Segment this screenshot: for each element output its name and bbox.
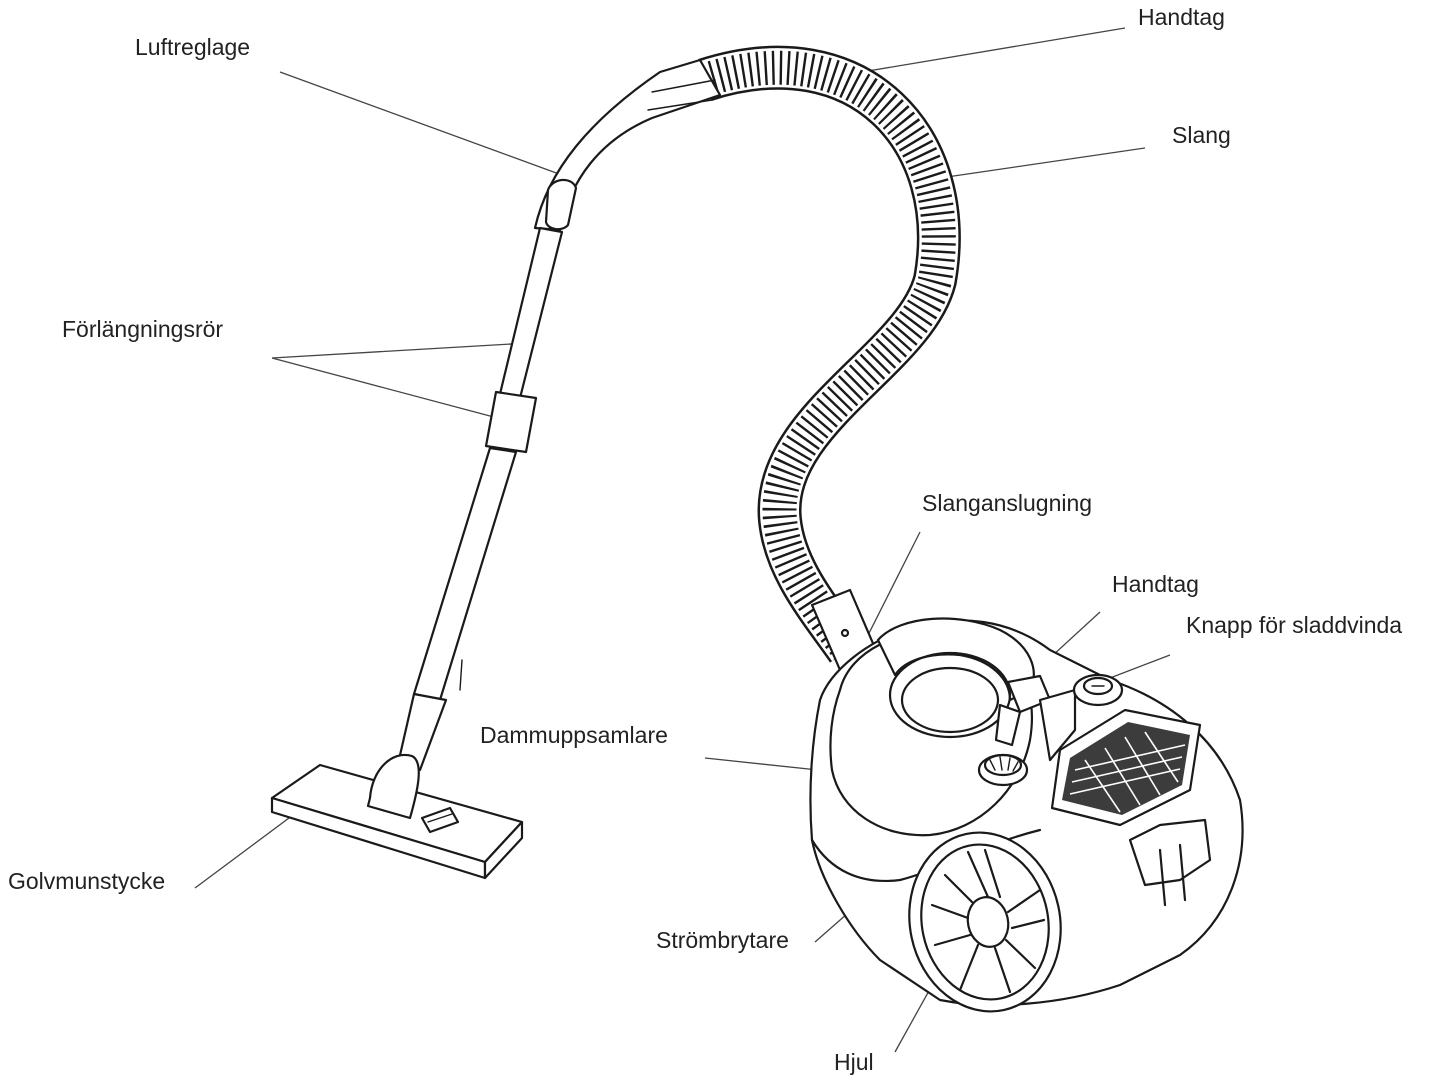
label-hjul: Hjul bbox=[834, 1049, 874, 1075]
wheel bbox=[908, 831, 1062, 1013]
leader-dammuppsamlare bbox=[704, 757, 819, 771]
label-slanganslugning: Slanganslugning bbox=[922, 490, 1093, 516]
label-dammuppsamlare: Dammuppsamlare bbox=[480, 722, 668, 748]
label-luftreglage: Luftreglage bbox=[135, 34, 251, 60]
label-handtag-body: Handtag bbox=[1112, 571, 1199, 597]
wand bbox=[396, 58, 722, 772]
leader-forlangningsror-2 bbox=[271, 357, 506, 421]
leader-slang bbox=[939, 147, 1146, 179]
hose bbox=[698, 45, 961, 663]
label-handtag-hose: Handtag bbox=[1138, 4, 1225, 30]
label-strombrytare: Strömbrytare bbox=[656, 927, 789, 953]
tube-collar bbox=[484, 390, 538, 454]
label-forlangningsror: Förlängningsrör bbox=[62, 316, 224, 342]
floor-nozzle bbox=[270, 753, 524, 880]
leader-forlangningsror-1 bbox=[271, 342, 529, 359]
air-regulator bbox=[544, 178, 578, 231]
label-slang: Slang bbox=[1172, 122, 1231, 148]
leader-handtag-hose bbox=[861, 27, 1126, 73]
label-knapp-sladdvinda: Knapp för sladdvinda bbox=[1186, 612, 1403, 638]
label-golvmunstycke: Golvmunstycke bbox=[8, 868, 166, 894]
leader-knapp-sladdvinda bbox=[1109, 654, 1171, 679]
vacuum-body bbox=[809, 617, 1244, 1013]
leader-luftreglage bbox=[279, 71, 571, 179]
